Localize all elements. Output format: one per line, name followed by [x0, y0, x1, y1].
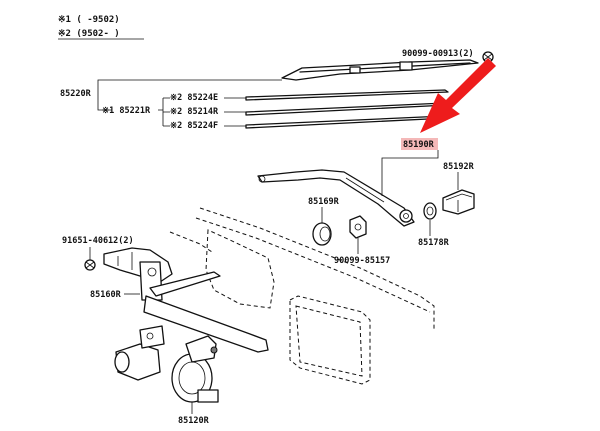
nut-cover — [423, 202, 437, 220]
label-nut-cover: 85178R — [418, 238, 450, 248]
wiper-arm — [257, 169, 415, 227]
label-blade-assy: 85220R — [60, 89, 92, 99]
small-nut — [349, 215, 367, 239]
label-link: 85160R — [90, 290, 122, 300]
label-bolt-top: 90099-00913(2) — [402, 49, 474, 59]
label-arm: 85190R — [403, 140, 435, 150]
legend-line-2: ※2 (9502- ) — [58, 29, 120, 39]
red-arrow-icon — [420, 58, 496, 133]
label-cap: 85192R — [443, 162, 475, 172]
label-bushing: 85169R — [308, 197, 340, 207]
body-panel-outline — [169, 207, 435, 385]
bolt-left-icon — [84, 259, 96, 271]
wiper-motor — [114, 325, 219, 403]
blade-strip-1 — [245, 89, 449, 101]
label-bolt-left: 91651-40612(2) — [62, 236, 134, 246]
wiper-link — [103, 247, 269, 353]
label-blade-1: ※2 85224E — [170, 93, 218, 103]
label-blade-sub: ※1 85221R — [102, 106, 151, 116]
wiper-blade-assembly — [281, 59, 479, 81]
label-blade-2: ※2 85214R — [170, 107, 219, 117]
bracket-leaders — [97, 79, 282, 127]
label-blade-3: ※2 85224F — [170, 121, 218, 131]
blade-strip-2 — [245, 102, 449, 116]
arm-cap — [442, 189, 475, 215]
label-small-nut: 90099-85157 — [334, 256, 390, 266]
legend-line-1: ※1 ( -9502) — [58, 15, 120, 25]
blade-strip-3 — [245, 115, 449, 129]
label-motor: 85120R — [178, 416, 210, 426]
leader-arm — [381, 150, 439, 196]
bushing — [312, 222, 332, 246]
highlight-box — [401, 138, 438, 150]
